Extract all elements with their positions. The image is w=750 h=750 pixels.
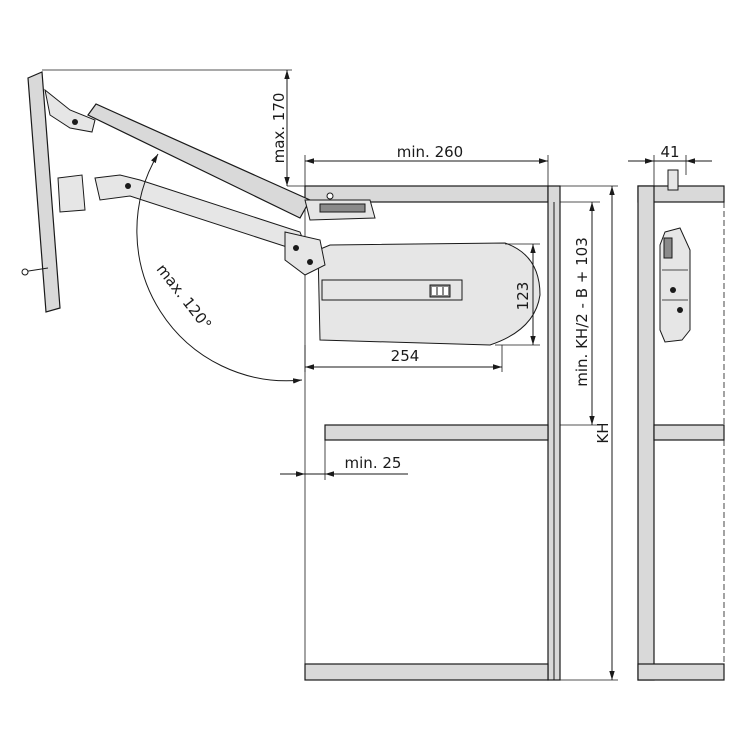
label-min-25: min. 25 xyxy=(345,454,402,472)
label-min-260: min. 260 xyxy=(397,143,463,161)
dim-min-25 xyxy=(280,440,408,480)
cabinet-shelf xyxy=(324,424,549,441)
dim-formula xyxy=(560,201,600,426)
label-kh: KH xyxy=(594,422,612,443)
cabinet-main xyxy=(304,185,561,681)
side-view-bottom xyxy=(637,663,725,681)
label-max-170: max. 170 xyxy=(270,93,288,164)
cabinet-side-view xyxy=(637,169,725,681)
dim-min-260 xyxy=(304,155,549,186)
side-fitting-top-bracket xyxy=(667,169,679,191)
flap-hinge-bracket xyxy=(44,88,96,133)
side-view-wall xyxy=(637,185,655,681)
dim-max-120 xyxy=(136,153,303,384)
lift-housing xyxy=(317,242,541,346)
label-max-120: max. 120° xyxy=(153,261,215,334)
flap-plate xyxy=(27,71,61,313)
lift-housing-slot xyxy=(321,279,463,301)
side-view-shelf xyxy=(653,424,725,441)
arm-pivot xyxy=(284,231,326,276)
dim-41 xyxy=(628,155,712,186)
dim-254 xyxy=(304,345,503,372)
label-123: 123 xyxy=(514,282,532,311)
dim-123 xyxy=(495,243,540,346)
cabinet-bottom-panel xyxy=(304,663,549,681)
label-254: 254 xyxy=(391,347,420,365)
label-41: 41 xyxy=(660,143,679,161)
side-fitting-clip xyxy=(663,237,673,259)
arm-fitting-lid xyxy=(57,174,86,213)
dim-kh xyxy=(560,185,618,681)
label-formula: min. KH/2 - B + 103 xyxy=(573,237,591,387)
